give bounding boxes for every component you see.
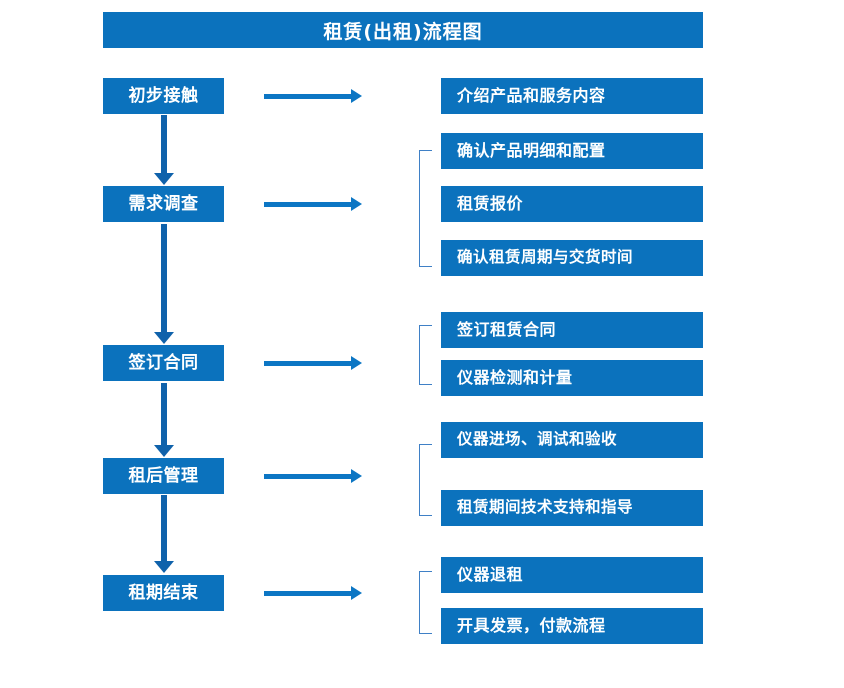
group-bracket-2	[419, 150, 432, 267]
chart-title: 租赁(出租)流程图	[103, 12, 703, 48]
group-bracket-4	[419, 444, 432, 516]
detail-box-4[interactable]: 确认租赁周期与交货时间	[441, 240, 703, 276]
arrow-right-3	[264, 356, 362, 370]
arrow-right-1	[264, 89, 362, 103]
arrow-head	[351, 356, 362, 370]
arrow-head	[351, 197, 362, 211]
stage-box-4[interactable]: 租后管理	[103, 458, 224, 494]
detail-box-5[interactable]: 签订租赁合同	[441, 312, 703, 348]
arrow-down-4	[154, 495, 174, 573]
arrow-head	[154, 445, 174, 457]
arrow-shaft	[161, 115, 167, 174]
arrow-head	[154, 173, 174, 185]
stage-box-2[interactable]: 需求调查	[103, 186, 224, 222]
arrow-right-5	[264, 586, 362, 600]
arrow-head	[351, 586, 362, 600]
detail-box-2[interactable]: 确认产品明细和配置	[441, 133, 703, 169]
arrow-head	[154, 332, 174, 344]
arrow-shaft	[264, 202, 352, 207]
detail-box-7[interactable]: 仪器进场、调试和验收	[441, 422, 703, 458]
arrow-shaft	[264, 361, 352, 366]
arrow-down-1	[154, 115, 174, 185]
stage-box-1[interactable]: 初步接触	[103, 78, 224, 114]
arrow-right-2	[264, 197, 362, 211]
detail-box-9[interactable]: 仪器退租	[441, 557, 703, 593]
detail-box-6[interactable]: 仪器检测和计量	[441, 360, 703, 396]
arrow-shaft	[161, 383, 167, 446]
detail-box-10[interactable]: 开具发票，付款流程	[441, 608, 703, 644]
arrow-head	[351, 469, 362, 483]
detail-box-8[interactable]: 租赁期间技术支持和指导	[441, 490, 703, 526]
arrow-shaft	[264, 474, 352, 479]
arrow-right-4	[264, 469, 362, 483]
arrow-shaft	[161, 495, 167, 562]
group-bracket-5	[419, 571, 432, 634]
detail-box-1[interactable]: 介绍产品和服务内容	[441, 78, 703, 114]
stage-box-5[interactable]: 租期结束	[103, 575, 224, 611]
stage-box-3[interactable]: 签订合同	[103, 345, 224, 381]
arrow-down-3	[154, 383, 174, 457]
arrow-shaft	[264, 591, 352, 596]
group-bracket-3	[419, 325, 432, 385]
arrow-down-2	[154, 224, 174, 344]
arrow-shaft	[264, 94, 352, 99]
arrow-shaft	[161, 224, 167, 333]
arrow-head	[351, 89, 362, 103]
arrow-head	[154, 561, 174, 573]
detail-box-3[interactable]: 租赁报价	[441, 186, 703, 222]
